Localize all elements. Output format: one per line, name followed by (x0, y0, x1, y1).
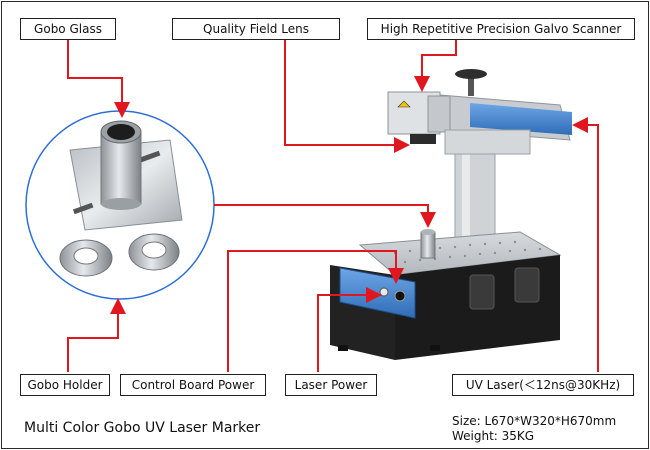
label-gobo-holder: Gobo Holder (20, 374, 110, 396)
arrow-field-lens (284, 38, 410, 153)
arrow-control-board (227, 250, 404, 372)
arrow-gobo-detail (214, 204, 436, 228)
arrow-laser-power (317, 287, 382, 372)
product-caption: Multi Color Gobo UV Laser Marker (24, 420, 261, 436)
gobo-detail-circle (25, 110, 215, 300)
arrow-uv-laser (572, 117, 599, 372)
label-quality-field-lens: Quality Field Lens (172, 18, 340, 40)
arrow-gobo-glass (67, 38, 130, 118)
spec-size: Size: L670*W320*H670mm (452, 414, 617, 428)
spec-weight: Weight: 35KG (452, 429, 535, 443)
uv-laser-machine (330, 69, 572, 360)
label-gobo-glass: Gobo Glass (20, 18, 116, 40)
arrow-galvo-scanner (414, 38, 457, 92)
label-uv-laser: UV Laser(＜12ns@30KHz) (452, 374, 634, 396)
arrow-gobo-holder (67, 298, 126, 372)
label-laser-power: Laser Power (285, 374, 377, 396)
label-control-board-power: Control Board Power (120, 374, 266, 396)
label-galvo-scanner: High Repetitive Precision Galvo Scanner (367, 18, 635, 40)
leader-arrows (67, 38, 599, 372)
